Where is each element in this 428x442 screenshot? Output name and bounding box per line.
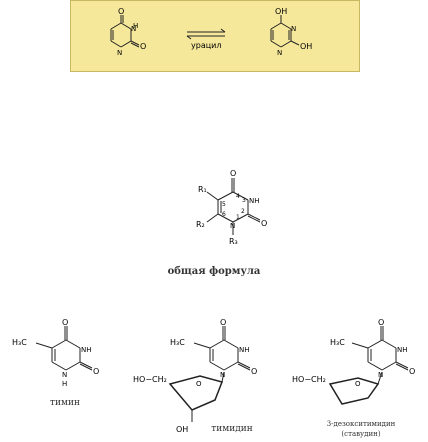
stavudine-h3c-label: H₃C bbox=[330, 338, 345, 347]
thymidine-o2-label: O bbox=[251, 367, 257, 376]
stavudine-ring-o-label: O bbox=[355, 380, 361, 388]
stavudine-o2-label: O bbox=[409, 367, 415, 376]
general-n1-label: N bbox=[230, 222, 235, 230]
thymidine-ho-ch2-label: HO−CH₂ bbox=[133, 375, 167, 384]
thymidine-nh-label: NH bbox=[239, 346, 250, 354]
general-num-6: 6 bbox=[222, 211, 226, 218]
general-r3-label: R₃ bbox=[229, 237, 238, 246]
general-r1-label: R₁ bbox=[198, 185, 207, 194]
lactim-oh4-label: OH bbox=[275, 7, 287, 16]
general-num-3: 3 bbox=[242, 197, 246, 204]
thymidine-o4-label: O bbox=[220, 318, 226, 327]
stavudine-caption-line2: (ставудин) bbox=[341, 430, 381, 438]
stavudine-ho-ch2-label: HO−CH₂ bbox=[292, 375, 326, 384]
uracil-lactam-structure bbox=[110, 15, 140, 48]
thymine-h3c-label: H₃C bbox=[12, 338, 27, 347]
thymine-nh-label: NH bbox=[81, 346, 92, 354]
general-num-1: 1 bbox=[236, 214, 240, 221]
thymine-o4-label: O bbox=[62, 318, 68, 327]
general-r2-label: R₂ bbox=[196, 220, 205, 229]
thymine-caption: тимин bbox=[50, 398, 80, 408]
lactim-oh2-label: OH bbox=[300, 42, 312, 51]
thymidine-ring-o-label: O bbox=[196, 380, 202, 388]
equilibrium-arrow bbox=[186, 28, 226, 40]
thymidine-h3c-label: H₃C bbox=[170, 338, 185, 347]
uracil-n1-label: N bbox=[117, 49, 122, 57]
stavudine-nh-label: NH bbox=[397, 346, 408, 354]
general-formula-caption: общая формула bbox=[167, 266, 261, 277]
thymine-n1-label: N bbox=[62, 371, 67, 379]
thymidine-n1-label: N bbox=[220, 371, 225, 379]
thymine-h-label: H bbox=[62, 380, 67, 388]
general-o2-label: O bbox=[261, 219, 267, 228]
general-num-4: 4 bbox=[236, 193, 240, 200]
stavudine-caption-line1: 3-дезокситимидин bbox=[326, 420, 396, 428]
tautomerism-reaction: O H N N O урацил OH N N OH bbox=[110, 7, 312, 57]
reaction-banner: O H N N O урацил OH N N OH bbox=[70, 0, 360, 72]
thymidine-oh-label: OH bbox=[176, 425, 188, 434]
thymidine-caption: тимидин bbox=[211, 424, 253, 434]
lactim-n3-label: N bbox=[291, 25, 296, 33]
general-o4-label: O bbox=[230, 169, 236, 178]
general-num-2: 2 bbox=[241, 208, 245, 215]
thymine-o2-label: O bbox=[93, 367, 99, 376]
uracil-o2-label: O bbox=[140, 42, 146, 51]
stavudine-n1-label: N bbox=[378, 371, 383, 379]
uracil-o4-label: O bbox=[118, 7, 124, 16]
uracil-n3-label: N bbox=[131, 25, 136, 33]
general-nh-label: NH bbox=[249, 197, 260, 205]
reaction-label: урацил bbox=[191, 41, 221, 50]
uracil-h-label: H bbox=[133, 22, 138, 30]
lactim-n1-label: N bbox=[277, 49, 282, 57]
stavudine-o4-label: O bbox=[378, 318, 384, 327]
general-num-5: 5 bbox=[222, 201, 226, 208]
uracil-lactim-structure bbox=[270, 15, 300, 48]
